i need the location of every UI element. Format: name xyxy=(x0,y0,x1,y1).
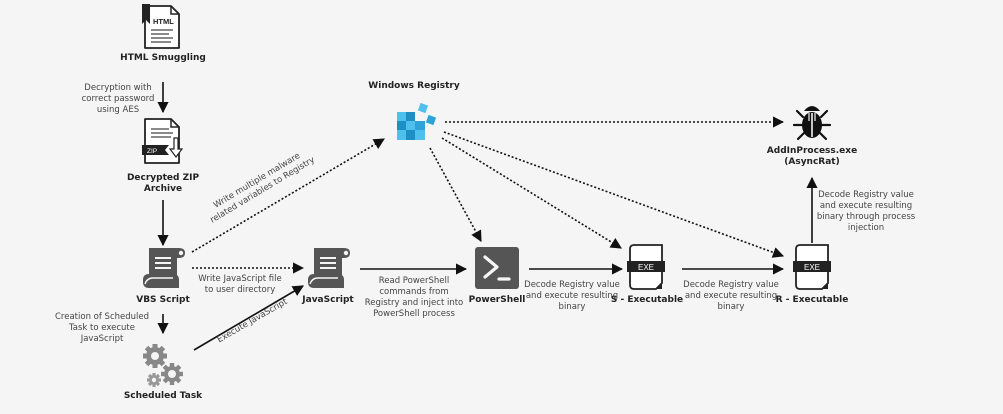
label-line: PowerShell process xyxy=(373,309,455,319)
edge-vbs-to-registry xyxy=(191,138,385,253)
label-line: Decrypted ZIP xyxy=(126,173,200,183)
node-r-executable-label: R - Executable xyxy=(775,295,849,305)
label-line: Read PowerShell xyxy=(378,276,450,286)
s-exe-file-icon: EXE xyxy=(627,244,665,290)
edge-label-r-to-addin: Decode Registry value and execute result… xyxy=(817,190,915,234)
bug-icon xyxy=(792,106,832,141)
r-exe-file-icon: EXE xyxy=(793,244,831,290)
label-line: Registry and inject into xyxy=(364,298,464,308)
node-scheduled-task-label: Scheduled Task xyxy=(123,391,203,401)
html-badge: HTML xyxy=(153,17,174,26)
label-line: (AsyncRat) xyxy=(784,157,840,167)
label-line: Write JavaScript file xyxy=(198,274,282,284)
label-line: commands from xyxy=(379,287,449,297)
label-line: and execute resulting xyxy=(525,291,619,301)
edge-registry-to-ps xyxy=(429,147,482,242)
zip-badge: ZIP xyxy=(147,148,157,155)
node-addinprocess-label: AddInProcess.exe (AsyncRat) xyxy=(767,146,857,168)
edge-label-s-to-r: Decode Registry value and execute result… xyxy=(683,280,779,313)
edge-task-to-js xyxy=(193,285,304,351)
node-s-executable-label: S - Executable xyxy=(610,295,684,305)
r-exe-badge: EXE xyxy=(804,263,820,272)
edge-label-vbs-to-task: Creation of Scheduled Task to execute Ja… xyxy=(55,312,149,345)
label-line: binary xyxy=(717,302,745,312)
edges xyxy=(157,82,818,351)
vbs-script-icon xyxy=(143,248,185,288)
label-line: JavaScript xyxy=(80,334,124,344)
edge-registry-to-r xyxy=(443,131,785,258)
label-line: Archive xyxy=(143,184,183,194)
edge-label-js-to-ps: Read PowerShell commands from Registry a… xyxy=(365,276,464,320)
label-line: binary xyxy=(558,302,586,312)
javascript-script-icon xyxy=(308,248,350,288)
html-file-icon: HTML xyxy=(142,4,180,49)
label-line: Decode Registry value xyxy=(683,280,779,290)
edge-label-ps-to-s: Decode Registry value and execute result… xyxy=(524,280,620,313)
node-zip-archive-label: Decrypted ZIP Archive xyxy=(127,173,199,195)
label-line: binary through process xyxy=(816,212,916,222)
label-line: Decryption with xyxy=(84,83,152,93)
registry-cubes-icon xyxy=(397,102,437,140)
node-html-smuggling-label: HTML Smuggling xyxy=(120,53,206,63)
label-line: using AES xyxy=(96,105,140,115)
edge-registry-to-s xyxy=(441,137,622,249)
label-line: correct password xyxy=(81,94,155,104)
zip-file-icon: ZIP xyxy=(142,118,184,164)
edge-label-html-to-zip: Decryption with correct password using A… xyxy=(82,83,155,116)
label-line: Decode Registry value xyxy=(818,190,914,200)
label-line: and execute resulting xyxy=(684,291,778,301)
label-line: injection xyxy=(847,223,885,233)
label-line: Decode Registry value xyxy=(524,280,620,290)
edge-label-vbs-to-js: Write JavaScript file to user directory xyxy=(198,274,281,296)
gears-icon xyxy=(143,344,183,387)
label-line: Task to execute xyxy=(69,323,135,333)
node-vbs-script-label: VBS Script xyxy=(136,295,190,305)
node-javascript-label: JavaScript xyxy=(302,295,354,305)
label-line: and execute resulting xyxy=(819,201,913,211)
label-line: to user directory xyxy=(204,285,276,295)
node-windows-registry-label: Windows Registry xyxy=(368,81,460,91)
node-powershell-label: PowerShell xyxy=(468,295,526,305)
label-line: Creation of Scheduled xyxy=(54,312,150,322)
powershell-icon xyxy=(475,247,519,289)
label-line: AddInProcess.exe xyxy=(766,146,858,156)
s-exe-badge: EXE xyxy=(638,263,654,272)
